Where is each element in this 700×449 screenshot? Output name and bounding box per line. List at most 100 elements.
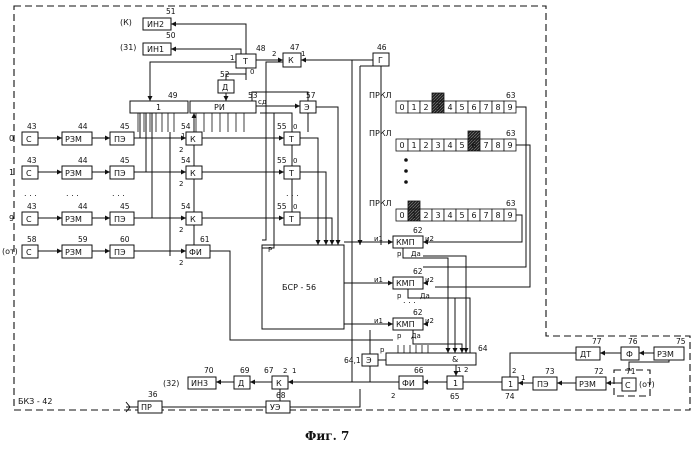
svg-text:59: 59 xyxy=(78,235,88,244)
svg-text:ПЭ: ПЭ xyxy=(114,248,126,257)
prkl-cell-digit: 8 xyxy=(496,211,501,220)
prkl-cell-digit: 1 xyxy=(412,211,417,220)
svg-text:55: 55 xyxy=(277,122,287,131)
svg-text:51: 51 xyxy=(166,7,176,16)
svg-text:44: 44 xyxy=(78,122,88,131)
prkl-cell-digit: 8 xyxy=(496,103,501,112)
svg-text:62: 62 xyxy=(413,308,423,317)
svg-text:С: С xyxy=(26,135,32,144)
prkl-cell-digit: 2 xyxy=(424,103,429,112)
prkl-ellipsis-dot xyxy=(405,181,408,184)
svg-text:45: 45 xyxy=(120,202,130,211)
svg-text:1: 1 xyxy=(301,50,305,58)
svg-text:0: 0 xyxy=(250,68,254,76)
svg-text:55: 55 xyxy=(277,202,287,211)
and-gate-64: & 64 xyxy=(386,344,488,365)
prkl-cell-digit: 4 xyxy=(448,141,453,150)
prkl-marker xyxy=(468,131,480,139)
svg-text:Т: Т xyxy=(242,57,248,66)
prkl-number: 63 xyxy=(506,91,516,100)
prkl-cell-digit: 6 xyxy=(472,103,477,112)
element-dt77: ДТ 77 xyxy=(576,337,602,360)
prkl-cell-digit: 4 xyxy=(448,211,453,220)
svg-text:Т: Т xyxy=(288,169,294,178)
svg-text:44: 44 xyxy=(78,202,88,211)
svg-text:67: 67 xyxy=(264,366,274,375)
svg-text:54: 54 xyxy=(181,156,191,165)
channel-row-1: 1 С 43 РЗМ 44 ПЭ 45 К 54 Т 55 xyxy=(9,156,300,179)
svg-text:БСР - 56: БСР - 56 xyxy=(282,283,316,292)
svg-text:44: 44 xyxy=(78,156,88,165)
svg-text:68: 68 xyxy=(276,391,286,400)
svg-text:Д: Д xyxy=(238,379,244,388)
svg-text:54: 54 xyxy=(181,202,191,211)
svg-text:&: & xyxy=(452,355,458,364)
prkl-label: ПРКЛ xyxy=(369,129,392,138)
svg-text:ИН3: ИН3 xyxy=(191,379,208,388)
svg-text:Э: Э xyxy=(304,103,310,112)
prkl-cell-digit: 2 xyxy=(424,211,429,220)
svg-text:69: 69 xyxy=(240,366,250,375)
shaper-fi66: ФИ 66 2 xyxy=(391,366,424,400)
prkl-cell-digit: 3 xyxy=(436,103,441,112)
svg-text:РИ: РИ xyxy=(214,103,225,112)
svg-text:73: 73 xyxy=(545,367,555,376)
svg-text:Г: Г xyxy=(378,56,383,65)
prkl-cell-digit: 0 xyxy=(400,211,405,220)
bkz-label: БКЗ - 42 xyxy=(18,397,52,406)
svg-text:70: 70 xyxy=(204,366,214,375)
svg-text:55: 55 xyxy=(277,156,287,165)
svg-text:КМП: КМП xyxy=(396,279,415,288)
prkl-cell-digit: 9 xyxy=(508,103,513,112)
register-ri53: РИ 53 сд xyxy=(190,91,267,113)
svg-text:66: 66 xyxy=(414,366,424,375)
prkl-cell-digit: 2 xyxy=(424,141,429,150)
svg-text:2: 2 xyxy=(464,366,468,374)
svg-text:0: 0 xyxy=(293,203,297,211)
svg-text:КМП: КМП xyxy=(396,320,415,329)
key-k47: К 47 2 1 xyxy=(272,43,305,67)
svg-text:77: 77 xyxy=(592,337,602,346)
svg-text:36: 36 xyxy=(148,390,158,399)
svg-text:65: 65 xyxy=(450,392,460,401)
register-49: 1 49 xyxy=(130,91,188,113)
element-f76: Ф 76 xyxy=(621,337,639,360)
prkl-row-1: ПРКЛ630123456789 xyxy=(369,129,516,151)
svg-text:1: 1 xyxy=(156,103,161,112)
element-e641: Э 64,1 р xyxy=(344,346,385,366)
svg-text:45: 45 xyxy=(120,122,130,131)
output-in1: (31) ИН1 50 xyxy=(120,31,176,55)
svg-text:2: 2 xyxy=(179,146,183,154)
svg-text:(от): (от) xyxy=(2,247,18,256)
svg-text:54: 54 xyxy=(181,122,191,131)
svg-text:(от): (от) xyxy=(639,380,655,389)
svg-text:0: 0 xyxy=(293,123,297,131)
svg-text:К: К xyxy=(276,379,282,388)
output-in2: (К) ИН2 51 xyxy=(120,7,176,30)
key-k67: К 67 1 2 xyxy=(264,366,296,389)
svg-text:43: 43 xyxy=(27,122,37,131)
svg-text:75: 75 xyxy=(676,337,686,346)
svg-text:РЗМ: РЗМ xyxy=(579,380,596,389)
svg-text:48: 48 xyxy=(256,44,266,53)
svg-text:1: 1 xyxy=(292,367,296,375)
svg-text:2: 2 xyxy=(179,226,183,234)
svg-text:62: 62 xyxy=(413,226,423,235)
svg-text:К: К xyxy=(288,56,294,65)
svg-text:72: 72 xyxy=(594,367,604,376)
svg-text:р: р xyxy=(397,250,402,258)
output-in3: (32) ИН3 70 xyxy=(163,366,216,389)
svg-text:0: 0 xyxy=(293,157,297,165)
svg-text:ФИ: ФИ xyxy=(189,248,202,257)
svg-text:62: 62 xyxy=(413,267,423,276)
svg-text:76: 76 xyxy=(628,337,638,346)
svg-text:(К): (К) xyxy=(120,18,132,27)
svg-text:ФИ: ФИ xyxy=(402,379,415,388)
svg-text:С: С xyxy=(26,248,32,257)
svg-text:58: 58 xyxy=(27,235,37,244)
svg-text:С: С xyxy=(625,381,631,390)
svg-text:71: 71 xyxy=(626,367,636,376)
svg-text:1: 1 xyxy=(453,379,458,388)
svg-text:Т: Т xyxy=(288,135,294,144)
